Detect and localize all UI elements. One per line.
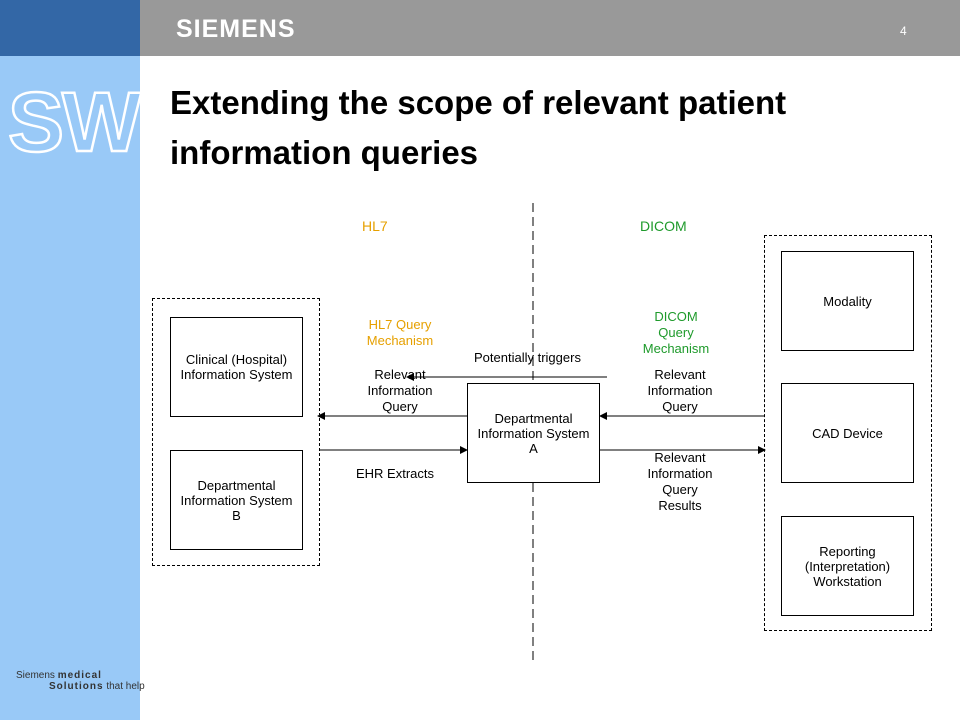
right-relevant-info-query-label: Relevant Information Query — [647, 367, 713, 414]
siemens-medical-tagline: Siemens medical Solutions that help — [16, 670, 145, 692]
sidebar-header-block — [0, 0, 140, 56]
tagline-text: that help — [103, 681, 145, 692]
tagline-text: Siemens — [16, 670, 58, 681]
tagline-text: Solutions — [49, 681, 104, 692]
sw-logo: SW — [7, 75, 143, 169]
potentially-triggers-label: Potentially triggers — [474, 350, 581, 365]
ehr-extracts-label: EHR Extracts — [356, 466, 435, 481]
slide-title: Extending the scope of relevant patient … — [170, 84, 787, 171]
reporting-workstation-box: Reporting(Interpretation)Workstation — [781, 516, 914, 616]
left-system-group — [152, 298, 320, 566]
hl7-query-mechanism-label: HL7 Query Mechanism — [366, 317, 434, 348]
right-device-group — [764, 235, 932, 631]
sidebar — [0, 0, 140, 720]
dicom-query-mechanism-label: DICOM Query Mechanism — [642, 309, 710, 356]
right-query-results-label: Relevant Information Query Results — [647, 450, 713, 513]
siemens-logo: SIEMENS — [176, 15, 296, 43]
tagline-text: medical — [57, 670, 102, 681]
clinical-hospital-information-system-box: Clinical (Hospital)Information System — [170, 317, 303, 417]
left-relevant-info-query-label: Relevant Information Query — [367, 367, 433, 414]
modality-box: Modality — [781, 251, 914, 351]
dicom-zone-label: DICOM — [640, 218, 687, 234]
hl7-zone-label: HL7 — [362, 218, 388, 234]
cad-device-box: CAD Device — [781, 383, 914, 483]
top-bar — [140, 0, 960, 56]
slide-number: 4 — [900, 24, 907, 38]
